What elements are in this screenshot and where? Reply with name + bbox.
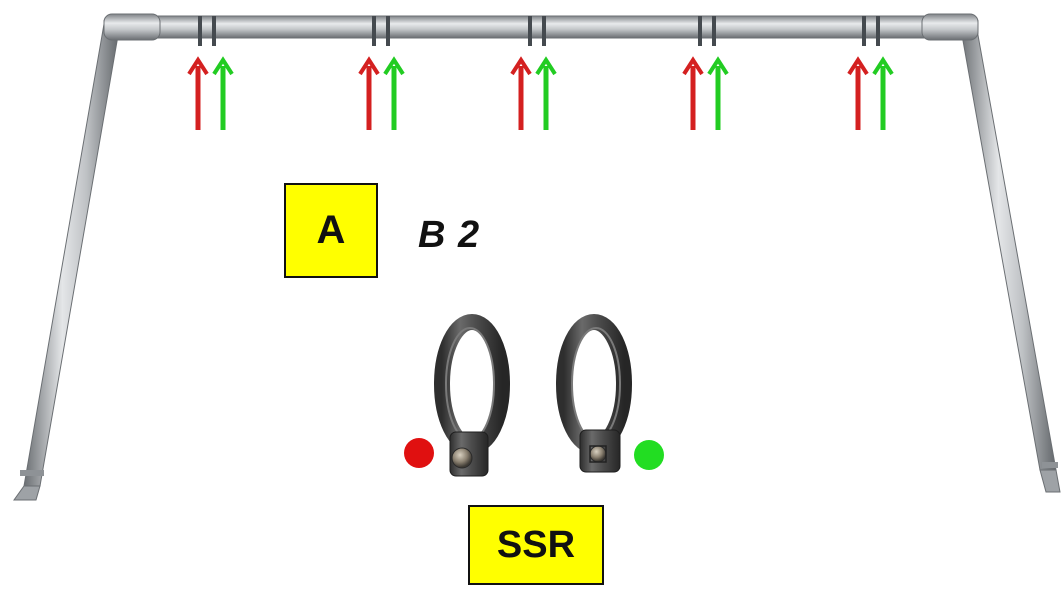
frame-top-beam <box>103 13 979 41</box>
green-indicator-dot <box>634 440 664 470</box>
red-up-arrow <box>510 56 532 130</box>
green-up-arrow <box>212 56 234 130</box>
label-b2-text: B 2 <box>418 214 481 256</box>
clamp-right <box>556 314 632 473</box>
red-indicator-dot <box>404 438 434 468</box>
green-up-arrow <box>383 56 405 130</box>
label-a-box: A <box>284 183 378 278</box>
clamp-left <box>434 314 510 477</box>
green-up-arrow <box>707 56 729 130</box>
arrow-pairs <box>187 56 894 130</box>
red-up-arrow <box>358 56 380 130</box>
frame-left-leg <box>13 23 121 501</box>
label-ssr-text: SSR <box>496 523 576 566</box>
red-up-arrow <box>847 56 869 130</box>
red-up-arrow <box>187 56 209 130</box>
green-up-arrow <box>872 56 894 130</box>
label-a-text: A <box>316 208 346 252</box>
green-up-arrow <box>535 56 557 130</box>
label-ssr-box: SSR <box>468 505 604 585</box>
frame-right-leg <box>959 23 1061 493</box>
beam-hangers <box>198 16 880 46</box>
red-up-arrow <box>682 56 704 130</box>
